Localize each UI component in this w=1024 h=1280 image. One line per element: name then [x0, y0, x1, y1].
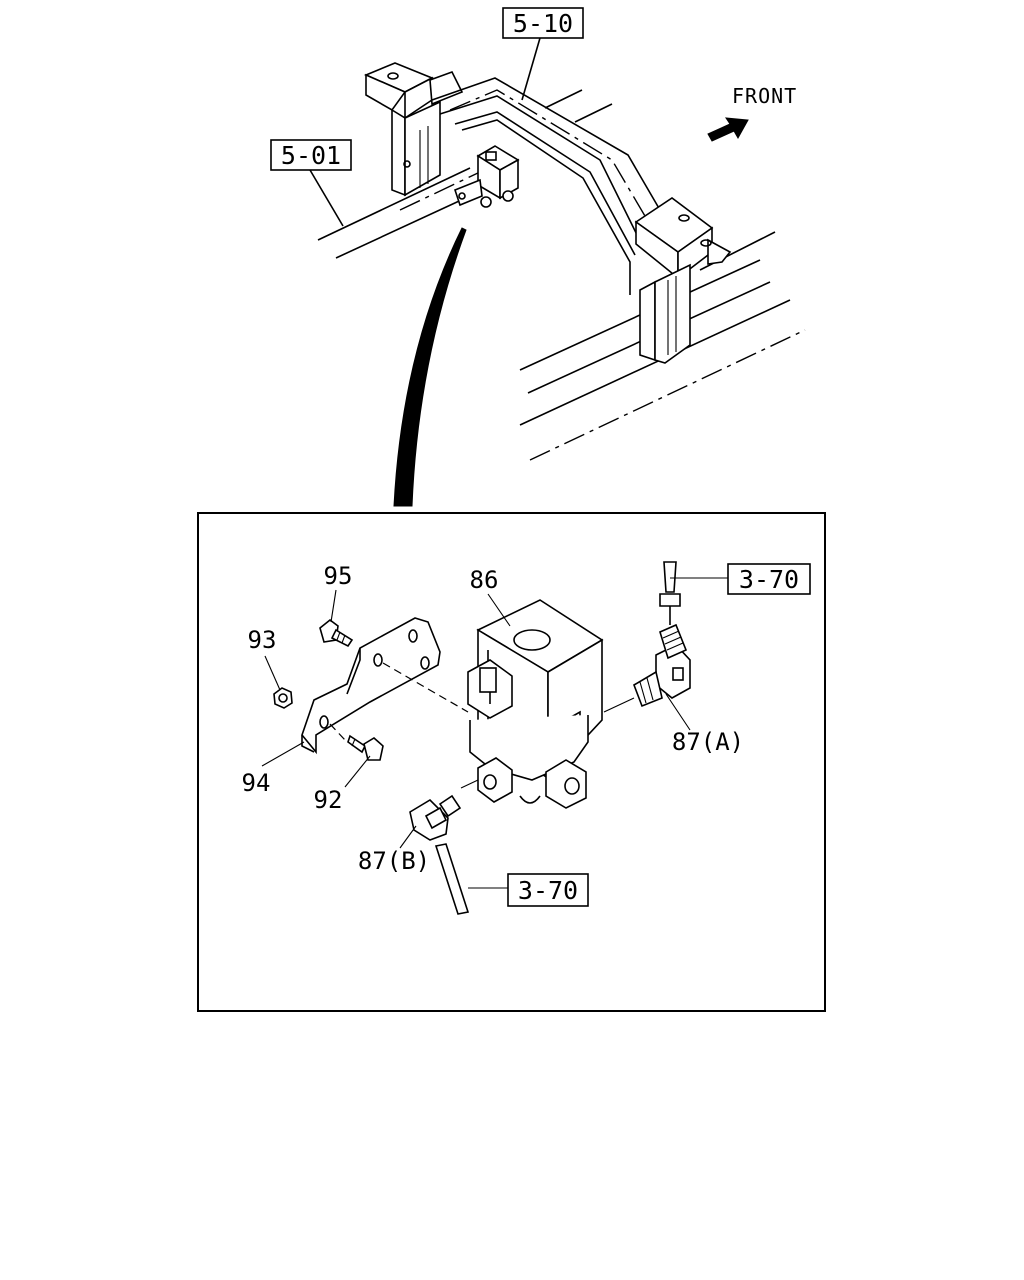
ref-box-frame-side[interactable]: 5-01: [270, 139, 352, 171]
valve-small-icon: [454, 145, 520, 208]
bracket-part[interactable]: [301, 617, 441, 755]
callout-93: 93: [248, 626, 277, 654]
ref-label-frame-side: 5-01: [281, 141, 341, 170]
ref-label-pipe-upper: 3-70: [739, 565, 799, 594]
ref-label-pipe-lower: 3-70: [518, 876, 578, 905]
solenoid-valve-part[interactable]: [467, 599, 604, 809]
ref-box-pipe-lower[interactable]: 3-70: [507, 873, 589, 907]
front-label: FRONT: [732, 84, 797, 108]
ref-box-frame-top[interactable]: 5-10: [502, 7, 584, 39]
fitting-b-part[interactable]: [409, 794, 462, 841]
fitting-a-part[interactable]: [633, 623, 691, 708]
front-arrow-icon: [707, 117, 749, 142]
pipe-upper-part[interactable]: [659, 561, 681, 625]
nut-part[interactable]: [273, 687, 293, 709]
bolt-upper-part[interactable]: [319, 618, 354, 648]
callout-95: 95: [324, 562, 353, 590]
detail-arrow: [393, 227, 467, 507]
bolt-lower-part[interactable]: [347, 734, 384, 761]
chassis-overview: [309, 37, 806, 507]
detail-frame: [197, 512, 826, 1012]
ref-box-pipe-upper[interactable]: 3-70: [727, 563, 811, 595]
callout-94: 94: [242, 769, 271, 797]
front-indicator: FRONT: [707, 84, 797, 142]
pipe-lower-part[interactable]: [434, 843, 470, 915]
callout-86: 86: [470, 566, 499, 594]
callout-87a: 87(A): [672, 728, 744, 756]
callout-92: 92: [314, 786, 343, 814]
callout-87b: 87(B): [358, 847, 430, 875]
ref-label-frame-top: 5-10: [513, 9, 573, 38]
